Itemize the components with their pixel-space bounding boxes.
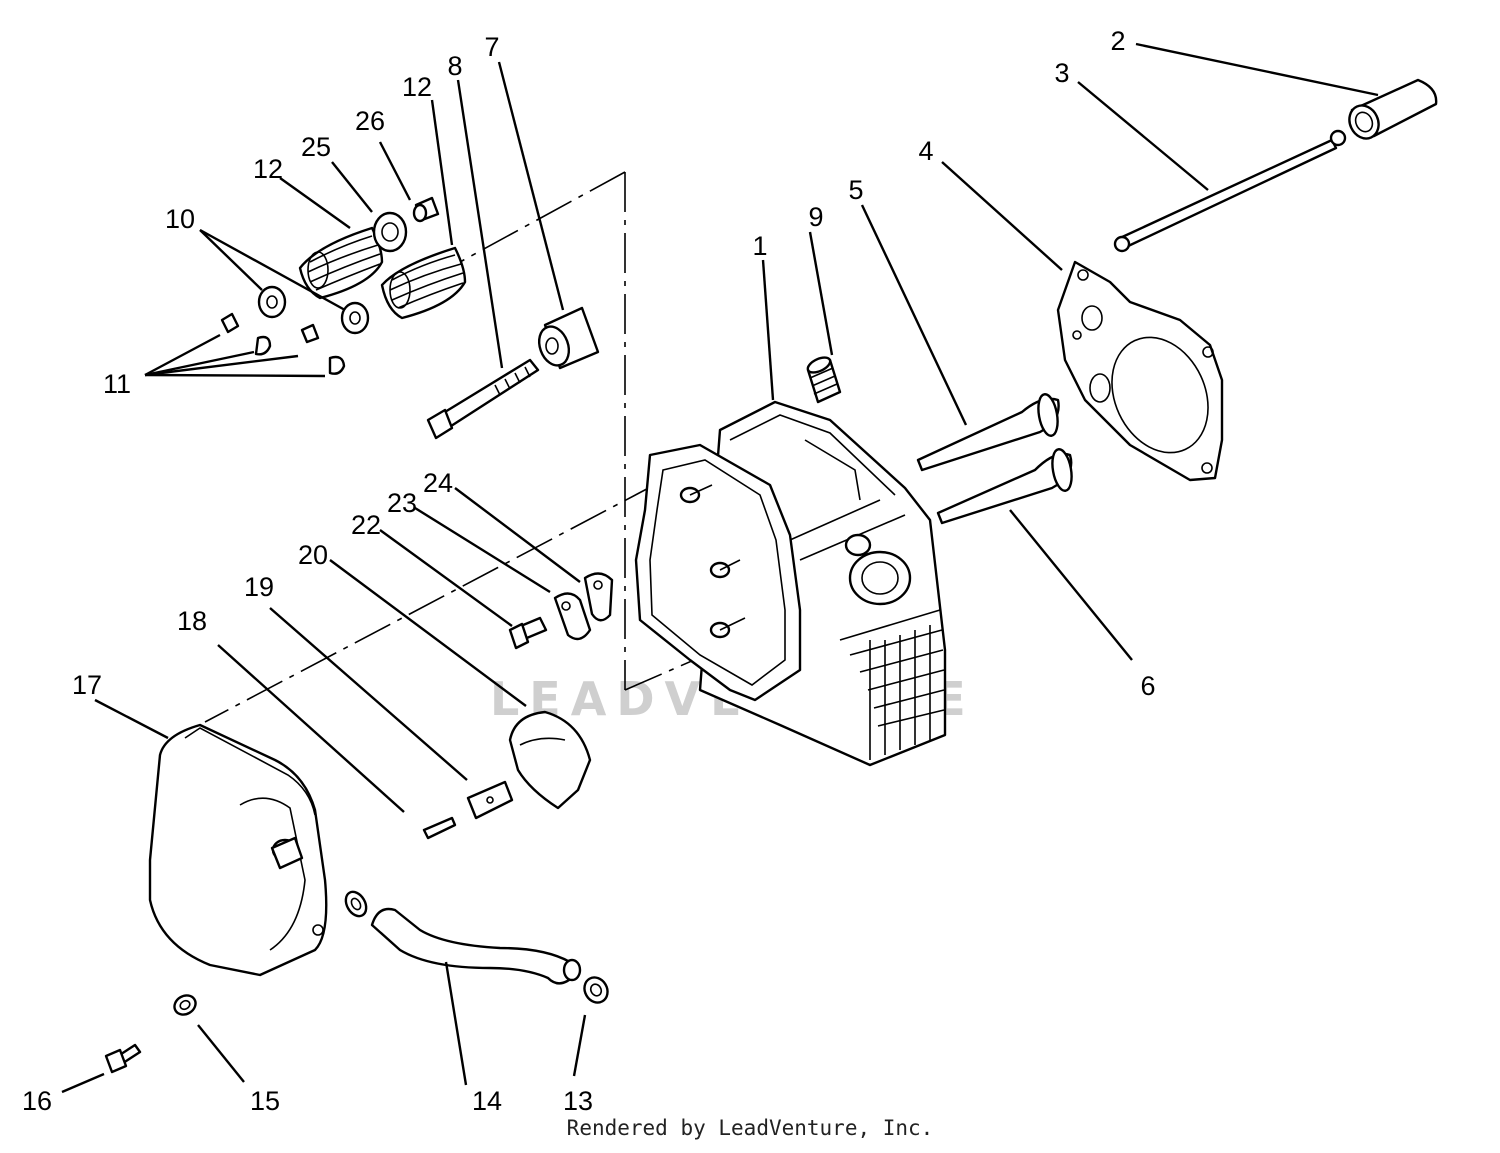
callout-15: 15: [250, 1086, 280, 1116]
breather-baffle-part: [508, 710, 592, 810]
fitting-part: [806, 356, 842, 404]
tappet-part: [1348, 78, 1438, 140]
callout-9: 9: [808, 202, 823, 232]
callout-7: 7: [484, 32, 499, 62]
callout-1: 1: [752, 231, 767, 261]
callout-22: 22: [351, 510, 381, 540]
valve-keeper-part: [220, 312, 346, 375]
callout-2: 2: [1110, 26, 1125, 56]
callout-13: 13: [563, 1086, 593, 1116]
callout-16: 16: [22, 1086, 52, 1116]
leader-lines: [61, 42, 1379, 1094]
breather-valve-part: [466, 780, 514, 820]
head-gasket-part: [1056, 260, 1224, 482]
callout-11: 11: [103, 369, 131, 399]
valve-cap-part: [412, 196, 440, 223]
breather-tube-part: [370, 907, 582, 985]
valve-spring-part: [298, 226, 467, 320]
callout-12-right: 12: [402, 72, 432, 102]
callout-14: 14: [472, 1086, 502, 1116]
hose-clamp-part: [344, 890, 609, 1004]
spring-retainer-part: [257, 285, 370, 335]
callout-labels: 1 2 3 4 5 6 7 8 9 10 11 12 12 13 14 15 1…: [22, 26, 1156, 1116]
intake-valve-part: [916, 393, 1060, 472]
valve-seal-part: [372, 211, 408, 253]
bracket-bolt-part: [508, 616, 548, 650]
footer-credit: Rendered by LeadVenture, Inc.: [566, 1116, 934, 1140]
valve-cover-part: [148, 723, 328, 977]
callout-19: 19: [244, 572, 274, 602]
washer-part: [173, 994, 197, 1016]
callout-20: 20: [298, 540, 328, 570]
assembly-centerlines: [204, 171, 741, 723]
callout-23: 23: [387, 488, 417, 518]
exhaust-valve-part: [936, 448, 1073, 525]
rocker-stud-part: [426, 358, 540, 440]
push-rod-part: [1113, 129, 1347, 253]
callout-6: 6: [1140, 671, 1155, 701]
callout-18: 18: [177, 606, 207, 636]
cylinder-head-part: [634, 400, 947, 767]
callout-5: 5: [848, 175, 863, 205]
callout-10: 10: [165, 204, 195, 234]
bracket-part-24: [583, 572, 614, 622]
callout-12-left: 12: [253, 154, 283, 184]
cover-bolt-part: [104, 1043, 142, 1074]
callout-25: 25: [301, 132, 331, 162]
spacer-part: [537, 306, 600, 370]
bracket-part-23: [553, 592, 592, 641]
callout-3: 3: [1054, 58, 1069, 88]
callout-24: 24: [423, 468, 453, 498]
callout-8: 8: [447, 51, 462, 81]
screw-part: [422, 816, 457, 840]
callout-17: 17: [72, 670, 102, 700]
callout-26: 26: [355, 106, 385, 136]
callout-4: 4: [918, 136, 933, 166]
